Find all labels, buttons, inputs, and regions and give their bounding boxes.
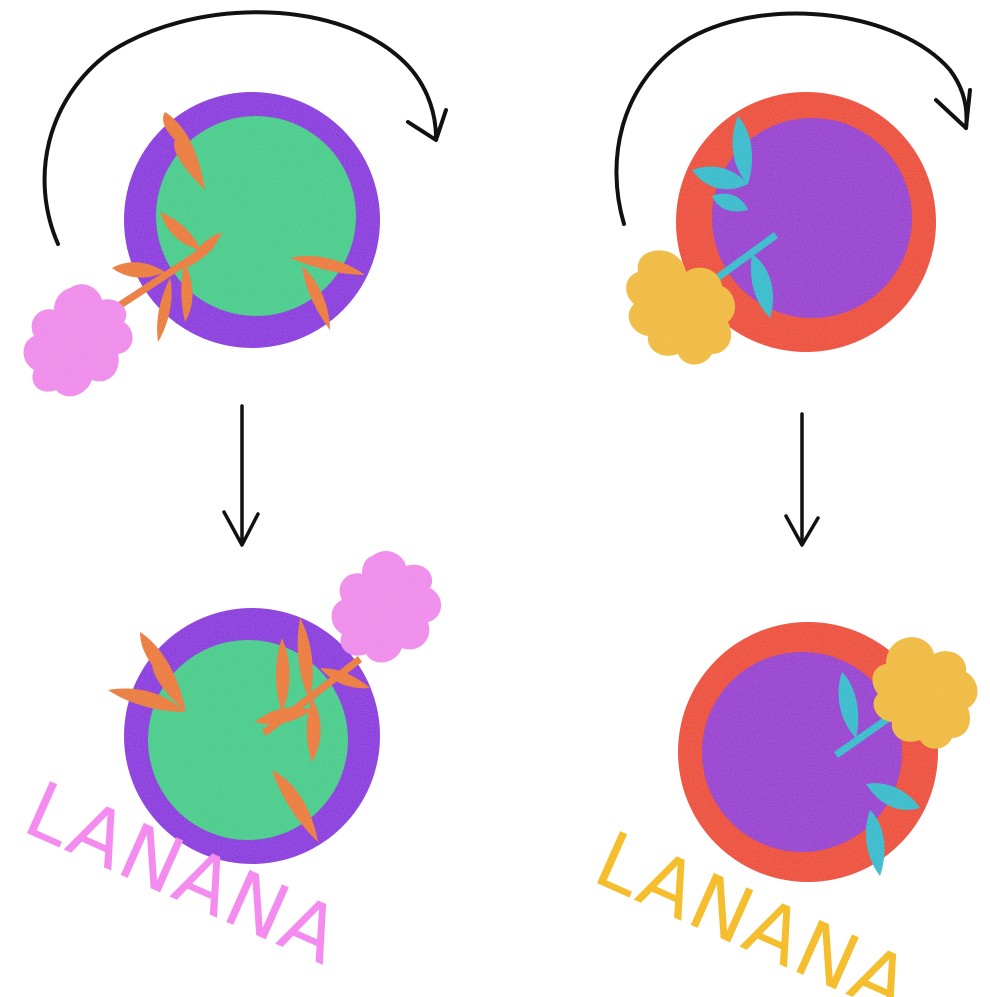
down-arrow-left-icon — [224, 406, 258, 545]
down-arrow-right-icon — [786, 414, 818, 545]
left-rotated-flower — [332, 551, 442, 663]
left-original-flower — [24, 284, 133, 396]
right-rotated-logo — [678, 622, 978, 882]
left-original-logo — [24, 92, 381, 396]
right-original-logo — [626, 92, 936, 365]
